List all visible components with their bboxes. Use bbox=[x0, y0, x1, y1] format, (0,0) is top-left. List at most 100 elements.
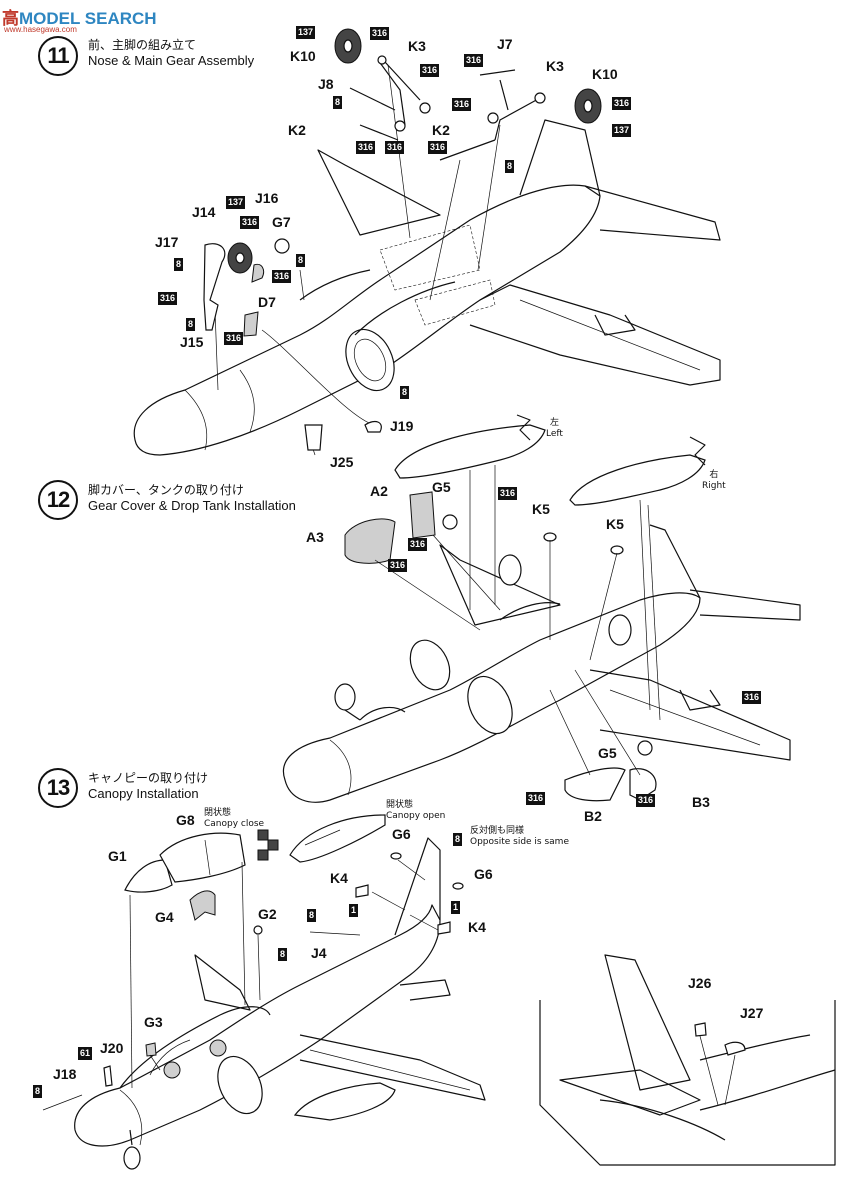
canopy-close-note: 閉状態 Canopy close bbox=[204, 808, 264, 830]
part-label-j14: J14 bbox=[192, 204, 216, 220]
part-label-g5: G5 bbox=[598, 745, 617, 761]
part-label-k4: K4 bbox=[468, 919, 486, 935]
part-label-j20: J20 bbox=[100, 1040, 124, 1056]
step-13-number: 13 bbox=[38, 768, 78, 808]
step13-aircraft bbox=[42, 814, 836, 1170]
part-label-a2: A2 bbox=[370, 483, 388, 499]
tank-left-note: 左 Left bbox=[546, 418, 563, 440]
paint-code-badge: 316 bbox=[498, 487, 518, 500]
paint-code-badge: 316 bbox=[428, 141, 448, 154]
paint-code-badge: 316 bbox=[224, 332, 244, 345]
paint-code-badge: 61 bbox=[78, 1047, 93, 1060]
watermark-cn: 高 bbox=[2, 9, 19, 28]
part-label-g5: G5 bbox=[432, 479, 451, 495]
tank-right-note: 右 Right bbox=[702, 470, 726, 492]
paint-code-badge: 316 bbox=[388, 559, 408, 572]
part-label-k10: K10 bbox=[592, 66, 618, 82]
step-12-title-en: Gear Cover & Drop Tank Installation bbox=[88, 498, 296, 513]
paint-code-badge: 8 bbox=[333, 96, 343, 109]
paint-code-badge: 316 bbox=[408, 538, 428, 551]
paint-code-badge: 8 bbox=[400, 386, 410, 399]
part-label-a3: A3 bbox=[306, 529, 324, 545]
paint-code-badge: 8 bbox=[453, 833, 463, 846]
paint-code-badge: 1 bbox=[349, 904, 359, 917]
part-label-k4: K4 bbox=[330, 870, 348, 886]
part-label-g6: G6 bbox=[392, 826, 411, 842]
paint-code-badge: 8 bbox=[174, 258, 184, 271]
part-label-g3: G3 bbox=[144, 1014, 163, 1030]
part-label-b3: B3 bbox=[692, 794, 710, 810]
part-label-b2: B2 bbox=[584, 808, 602, 824]
part-label-j25: J25 bbox=[330, 454, 354, 470]
part-label-j16: J16 bbox=[255, 190, 279, 206]
part-label-j8: J8 bbox=[318, 76, 334, 92]
tank-left-en: Left bbox=[546, 429, 563, 439]
paint-code-badge: 8 bbox=[307, 909, 317, 922]
paint-code-badge: 8 bbox=[33, 1085, 43, 1098]
tank-left-jp: 左 bbox=[549, 418, 559, 428]
part-label-j18: J18 bbox=[53, 1066, 77, 1082]
paint-code-badge: 8 bbox=[186, 318, 196, 331]
paint-code-badge: 8 bbox=[505, 160, 515, 173]
paint-code-badge: 316 bbox=[272, 270, 292, 283]
part-label-k2: K2 bbox=[432, 122, 450, 138]
part-label-k5: K5 bbox=[606, 516, 624, 532]
paint-code-badge: 316 bbox=[420, 64, 440, 77]
opposite-side-en: Opposite side is same bbox=[470, 837, 569, 847]
step11-aircraft bbox=[133, 28, 721, 456]
paint-code-badge: 316 bbox=[452, 98, 472, 111]
tank-right-jp: 右 bbox=[709, 470, 719, 480]
paint-code-badge: 316 bbox=[636, 794, 656, 807]
canopy-close-jp: 閉状態 bbox=[204, 808, 232, 818]
paint-code-badge: 316 bbox=[385, 141, 405, 154]
part-label-k10: K10 bbox=[290, 48, 316, 64]
paint-code-badge: 316 bbox=[612, 97, 632, 110]
paint-code-badge: 316 bbox=[526, 792, 546, 805]
part-label-g1: G1 bbox=[108, 848, 127, 864]
paint-code-badge: 316 bbox=[742, 691, 762, 704]
step-13-title-jp: キャノピーの取り付け bbox=[88, 771, 209, 785]
paint-code-badge: 137 bbox=[612, 124, 632, 137]
part-label-j17: J17 bbox=[155, 234, 179, 250]
part-label-d7: D7 bbox=[258, 294, 276, 310]
step-11-number: 11 bbox=[38, 36, 78, 76]
part-label-g7: G7 bbox=[272, 214, 291, 230]
part-label-g6: G6 bbox=[474, 866, 493, 882]
canopy-close-en: Canopy close bbox=[204, 819, 265, 829]
step-11-title-en: Nose & Main Gear Assembly bbox=[88, 53, 255, 68]
part-label-j27: J27 bbox=[740, 1005, 764, 1021]
step12-aircraft bbox=[282, 414, 801, 803]
paint-code-badge: 8 bbox=[296, 254, 306, 267]
part-label-k3: K3 bbox=[408, 38, 426, 54]
paint-code-badge: 8 bbox=[278, 948, 288, 961]
canopy-open-en: Canopy open bbox=[386, 811, 446, 821]
canopy-open-note: 開状態 Canopy open bbox=[386, 800, 445, 822]
part-label-g4: G4 bbox=[155, 909, 174, 925]
step-12-title-jp: 脚カバー、タンクの取り付け bbox=[88, 483, 244, 497]
watermark-en: MODEL SEARCH bbox=[19, 9, 157, 28]
part-label-j19: J19 bbox=[390, 418, 414, 434]
paint-code-badge: 137 bbox=[226, 196, 246, 209]
watermark-logo: 高MODEL SEARCH bbox=[2, 4, 157, 29]
part-label-k2: K2 bbox=[288, 122, 306, 138]
canopy-open-jp: 開状態 bbox=[386, 800, 414, 810]
part-label-j4: J4 bbox=[311, 945, 327, 961]
paint-code-badge: 316 bbox=[464, 54, 484, 67]
paint-code-badge: 1 bbox=[451, 901, 461, 914]
opposite-side-jp: 反対側も同様 bbox=[470, 826, 525, 836]
part-label-g8: G8 bbox=[176, 812, 195, 828]
paint-code-badge: 316 bbox=[356, 141, 376, 154]
step-11-title-jp: 前、主脚の組み立て bbox=[88, 38, 197, 52]
part-label-j15: J15 bbox=[180, 334, 204, 350]
paint-code-badge: 137 bbox=[296, 26, 316, 39]
part-label-g2: G2 bbox=[258, 906, 277, 922]
part-label-k3: K3 bbox=[546, 58, 564, 74]
opposite-side-note: 反対側も同様 Opposite side is same bbox=[470, 826, 569, 848]
part-label-j26: J26 bbox=[688, 975, 712, 991]
tank-right-en: Right bbox=[702, 481, 726, 491]
step-12-number: 12 bbox=[38, 480, 78, 520]
paint-code-badge: 316 bbox=[158, 292, 178, 305]
step-13-title-en: Canopy Installation bbox=[88, 786, 199, 801]
